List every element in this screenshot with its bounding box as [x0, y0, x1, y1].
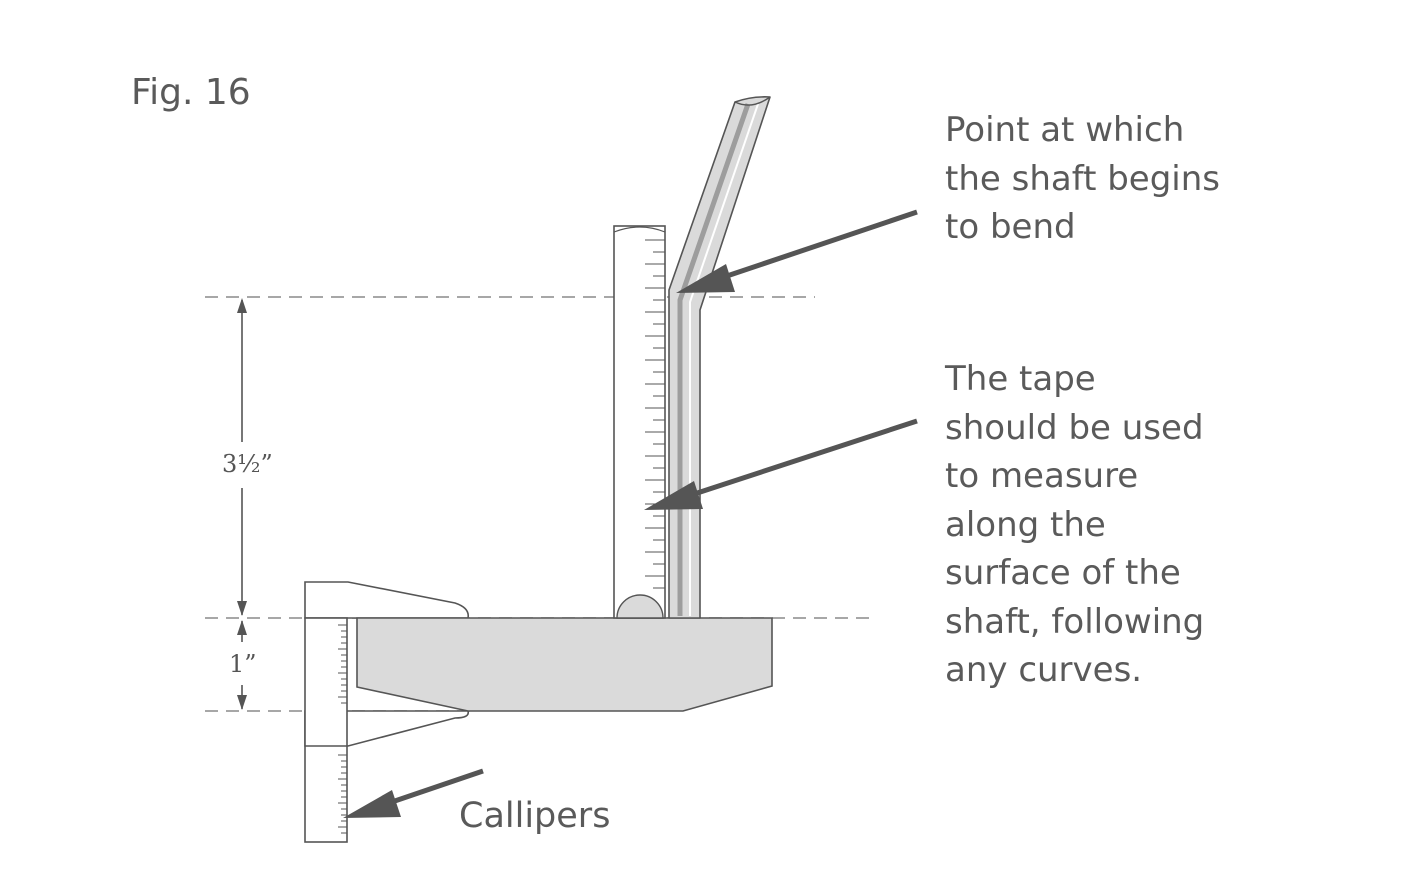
- arrowhead-up-icon: [237, 298, 247, 313]
- callout-line: surface of the: [945, 553, 1181, 593]
- sole-height-dimension-label: 1”: [229, 650, 257, 678]
- tape-callout: The tape should be used to measure along…: [945, 355, 1204, 695]
- bend-height-dimension-label: 3½”: [222, 450, 273, 478]
- tape-base-hook: [616, 594, 664, 619]
- callout-line: shaft, following: [945, 601, 1205, 642]
- callout-line: along the: [945, 504, 1106, 545]
- callout-line: to bend: [945, 207, 1076, 247]
- callout-line: any curves.: [945, 650, 1143, 690]
- figure-title: Fig. 16: [131, 72, 251, 113]
- club-shaft: [668, 96, 771, 619]
- callipers-beam: [304, 617, 348, 843]
- callout-arrows: [343, 209, 918, 818]
- callipers-scale-ticks: [338, 624, 347, 834]
- callout-line: to measure: [945, 456, 1139, 496]
- club-head-sole: [356, 617, 773, 712]
- callipers: [304, 581, 470, 843]
- tape-scale-ticks: [645, 239, 665, 589]
- callipers-upper-jaw: [304, 581, 470, 619]
- callout-line: Point at which: [945, 110, 1185, 150]
- arrowhead-icon: [343, 790, 401, 818]
- arrowhead-up-icon: [237, 620, 247, 635]
- callout-line: the shaft begins: [945, 158, 1221, 199]
- callipers-arrow: [343, 768, 484, 818]
- tape-arrow: [644, 418, 918, 510]
- arrowhead-down-icon: [237, 695, 247, 710]
- callout-line: should be used: [945, 407, 1204, 448]
- arrowhead-icon: [644, 481, 703, 510]
- measuring-tape: [613, 225, 666, 619]
- arrowhead-icon: [676, 264, 735, 293]
- arrowhead-down-icon: [237, 601, 247, 616]
- bend-point-callout: Point at which the shaft begins to bend: [945, 106, 1220, 252]
- dimension-lines: [237, 298, 247, 710]
- callipers-callout: Callipers: [459, 796, 611, 836]
- bend-point-arrow: [676, 209, 918, 293]
- callout-line: The tape: [945, 359, 1096, 399]
